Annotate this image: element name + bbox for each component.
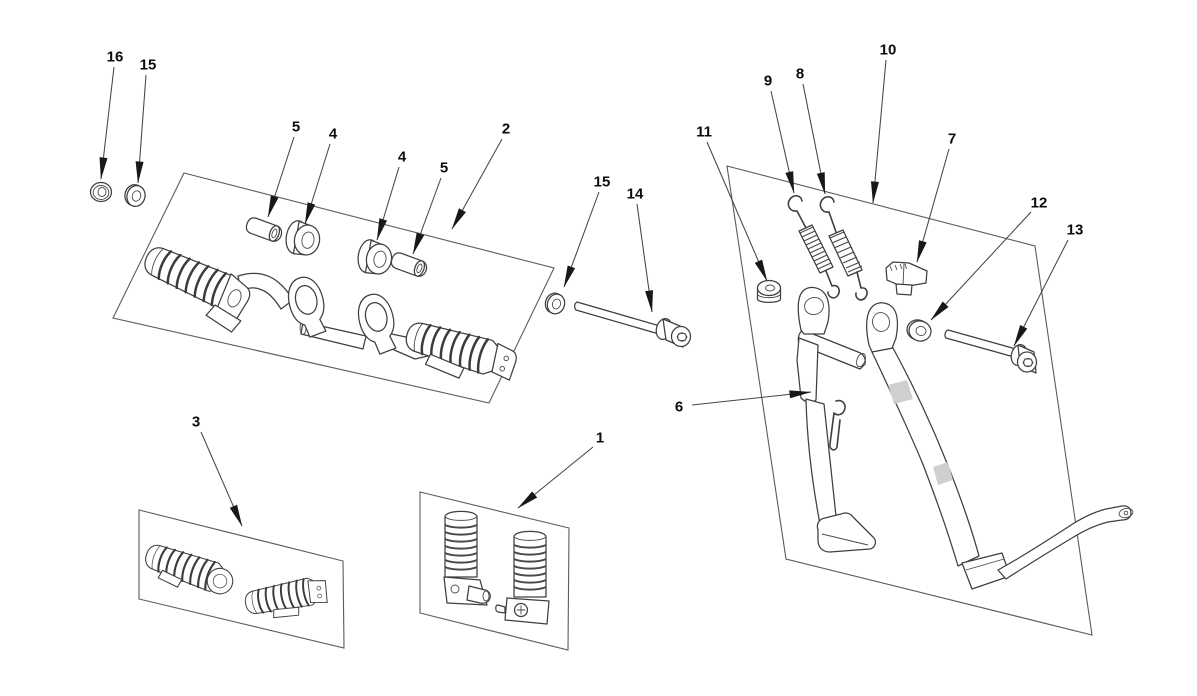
part-7-rubber-stop — [885, 261, 928, 296]
group-box-stand — [726, 165, 1093, 636]
part-number-6-side-stand: 6 — [675, 399, 683, 416]
part-number-5-spacer-sleeve: 5 — [292, 119, 300, 136]
part-13-socket-bolt — [944, 329, 1038, 374]
part-number-8-return-spring: 8 — [796, 66, 804, 83]
leader-return-spring-13 — [802, 83, 826, 195]
leader-stand-group-14 — [870, 59, 887, 204]
part-number-12-washer: 12 — [1031, 195, 1048, 212]
leader-footpeg-rubber-pair-8 — [517, 446, 594, 509]
part-number-13-socket-bolt: 13 — [1067, 222, 1084, 239]
part-number-15-washer: 15 — [140, 57, 157, 74]
part-number-3-footpeg-pair: 3 — [192, 414, 200, 431]
group-boxes — [112, 165, 1093, 651]
part-16-flange-nut — [89, 181, 113, 203]
bar-s-curve — [237, 272, 294, 310]
part-15-washer — [124, 183, 146, 208]
part-2-footrest-bar-assembly — [138, 215, 517, 381]
part-6-side-stand — [796, 286, 1134, 590]
part-12-washer — [906, 319, 932, 342]
part-number-1-footpeg-rubber-pair: 1 — [596, 430, 604, 447]
footpeg-right — [401, 316, 517, 381]
leader-rubber-stop-15 — [916, 148, 950, 263]
leader-socket-bolt-17 — [1013, 239, 1069, 347]
part-8-return-spring — [819, 196, 868, 301]
bar-lug-left — [283, 272, 332, 341]
footpeg-left — [138, 239, 251, 333]
leader-flange-nut-0 — [99, 66, 115, 180]
part-number-4-flanged-bushing: 4 — [329, 126, 338, 143]
part-number-5-spacer-sleeve: 5 — [440, 160, 448, 177]
part-3-footpeg-pair — [140, 538, 328, 619]
part-4-flanged-bushing — [354, 237, 395, 278]
rubber-a — [443, 510, 491, 606]
part-1-footpeg-rubber-pair — [443, 510, 550, 625]
part-number-11-pivot-bushing: 11 — [696, 124, 712, 141]
footpeg-b — [242, 575, 328, 619]
part-number-2-footrest-bar-assembly: 2 — [502, 121, 510, 138]
leader-flanged-bushing-3 — [304, 143, 331, 225]
leader-footpeg-pair-7 — [200, 431, 243, 527]
leader-washer-16 — [930, 211, 1032, 321]
part-14-socket-bolt — [574, 301, 692, 348]
part-number-4-flanged-bushing: 4 — [398, 149, 407, 166]
part-11-pivot-bushing — [756, 279, 782, 303]
part-4-flanged-bushing — [282, 218, 323, 259]
part-15-washer-middle — [544, 292, 566, 315]
leader-spacer-sleeve-5 — [412, 177, 442, 255]
footpeg-a — [140, 538, 234, 595]
part-number-15-washer: 15 — [594, 174, 611, 191]
part-5-spacer-sleeve — [243, 215, 285, 244]
leader-socket-bolt-10 — [636, 203, 654, 313]
group-box-footpegs — [138, 509, 345, 649]
part-number-10-stand-group: 10 — [880, 42, 897, 59]
callouts: 16 15 5 4 4 5 2 3 1 15 14 11 9 8 10 7 12 13 6 — [99, 42, 1084, 527]
leader-side-stand-18 — [691, 390, 812, 406]
group-box-footrest-bar — [112, 172, 555, 404]
leader-flanged-bushing-4 — [376, 166, 400, 241]
leader-washer-1 — [135, 74, 147, 184]
group-box-rubbers — [419, 491, 570, 651]
leader-washer-9 — [563, 191, 600, 288]
leader-spacer-sleeve-2 — [267, 136, 295, 218]
part-number-16-flange-nut: 16 — [107, 49, 124, 66]
part-9-return-spring — [787, 195, 840, 299]
leader-return-spring-12 — [770, 90, 795, 194]
part-number-14-socket-bolt: 14 — [627, 186, 644, 203]
part-5-spacer-sleeve — [388, 250, 430, 279]
part-number-7-rubber-stop: 7 — [948, 131, 956, 148]
part-number-9-return-spring: 9 — [764, 73, 772, 90]
rubber-b — [495, 530, 550, 625]
leader-footrest-bar-assembly-6 — [451, 138, 503, 230]
leader-pivot-bushing-11 — [706, 141, 768, 282]
